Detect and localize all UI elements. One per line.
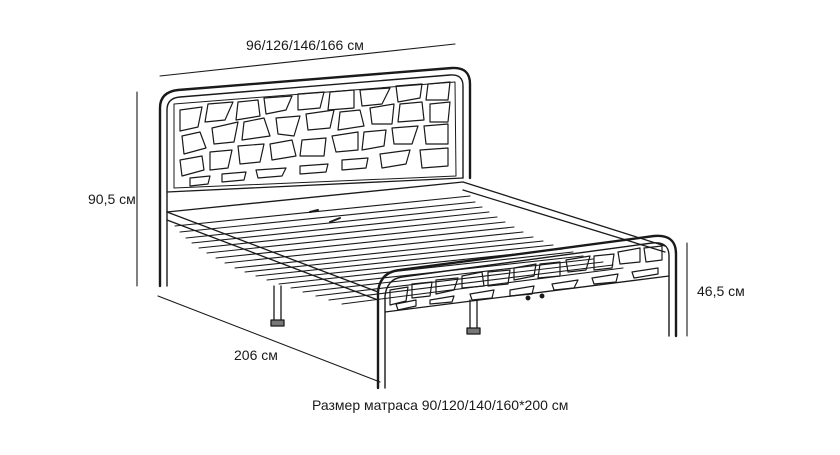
- dimension-lines: [136, 43, 688, 383]
- headboard-bottom-rail: [166, 177, 464, 193]
- legs: [270, 285, 481, 335]
- footboard: [376, 234, 678, 390]
- footboard-bolt: [539, 293, 545, 299]
- side-rails: [166, 181, 666, 301]
- headboard-pattern: [179, 81, 451, 187]
- headboard-height-label: 90,5 см: [88, 191, 136, 207]
- right-side-rail: [462, 181, 666, 247]
- width-dimension-line: [159, 43, 456, 77]
- slats: [174, 195, 624, 305]
- headboard: [158, 66, 472, 288]
- length-label: 206 см: [234, 347, 278, 363]
- length-dimension-line: [157, 295, 381, 383]
- center-leg-right: [469, 299, 478, 329]
- center-leg-left: [273, 285, 282, 321]
- width-label: 96/126/146/166 см: [246, 37, 364, 53]
- footboard-height-label: 46,5 см: [697, 283, 745, 299]
- footboard-bolt: [525, 295, 531, 301]
- mattress-size-caption: Размер матраса 90/120/140/160*200 см: [312, 397, 569, 413]
- footboard-pattern: [389, 245, 663, 311]
